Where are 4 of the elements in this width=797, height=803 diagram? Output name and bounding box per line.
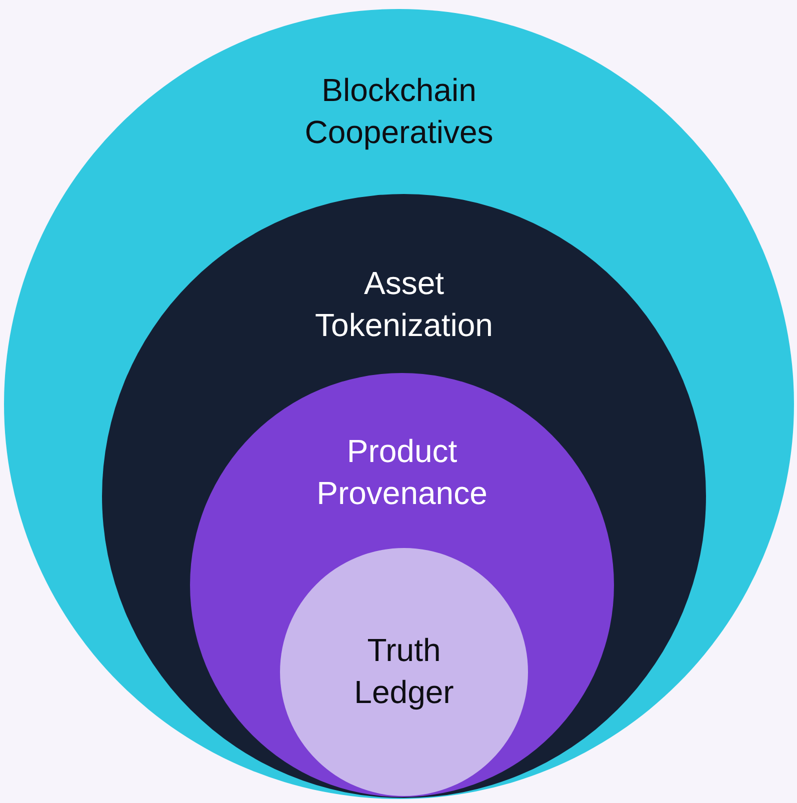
circle-label: Product Provenance (316, 432, 488, 513)
circle-label: Asset Tokenization (314, 264, 494, 345)
circle-label: Blockchain Cooperatives (304, 71, 494, 152)
circle-label: Truth Ledger (353, 631, 455, 712)
